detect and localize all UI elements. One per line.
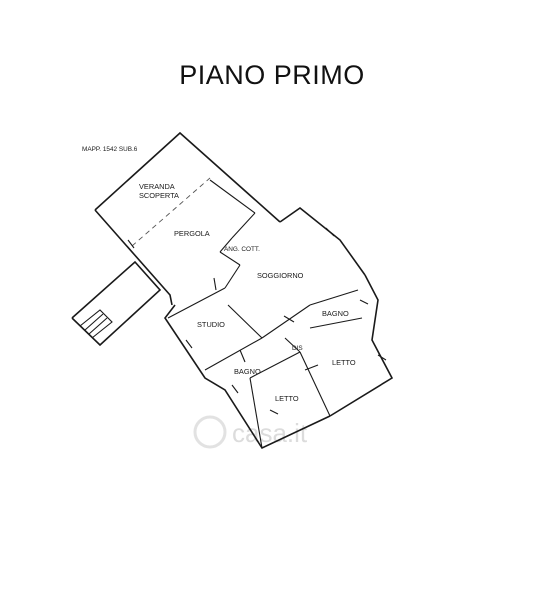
room-label-letto-2: LETTO <box>275 394 299 403</box>
room-label-bagno-2: BAGNO <box>234 367 261 376</box>
parcel-label: MAPP. 1542 SUB.6 <box>82 146 138 153</box>
wall-south <box>164 304 331 450</box>
stair-landing <box>79 309 113 339</box>
room-label-pergola: PERGOLA <box>174 229 210 238</box>
room-label-soggiorno: SOGGIORNO <box>257 271 304 280</box>
room-label-veranda: VERANDA <box>139 182 175 191</box>
exterior-walls <box>71 131 394 450</box>
wall-veranda-west <box>94 209 173 306</box>
room-label-angolo-cottura: ANG. COTT. <box>224 246 260 253</box>
room-label-disimpegno: DIS <box>292 345 303 352</box>
page-title: PIANO PRIMO <box>179 60 365 90</box>
wall-soggiorno-north <box>279 207 366 276</box>
window-marks <box>127 227 387 415</box>
watermark-logo-icon <box>193 415 227 449</box>
room-label-veranda-sub: SCOPERTA <box>139 191 179 200</box>
interior-walls <box>167 179 363 449</box>
wall-veranda-north <box>94 131 281 223</box>
wall-east <box>329 274 394 417</box>
room-label-studio: STUDIO <box>197 320 225 329</box>
room-label-letto-1: LETTO <box>332 358 356 367</box>
external-staircase <box>71 260 162 347</box>
room-label-bagno-1: BAGNO <box>322 309 349 318</box>
